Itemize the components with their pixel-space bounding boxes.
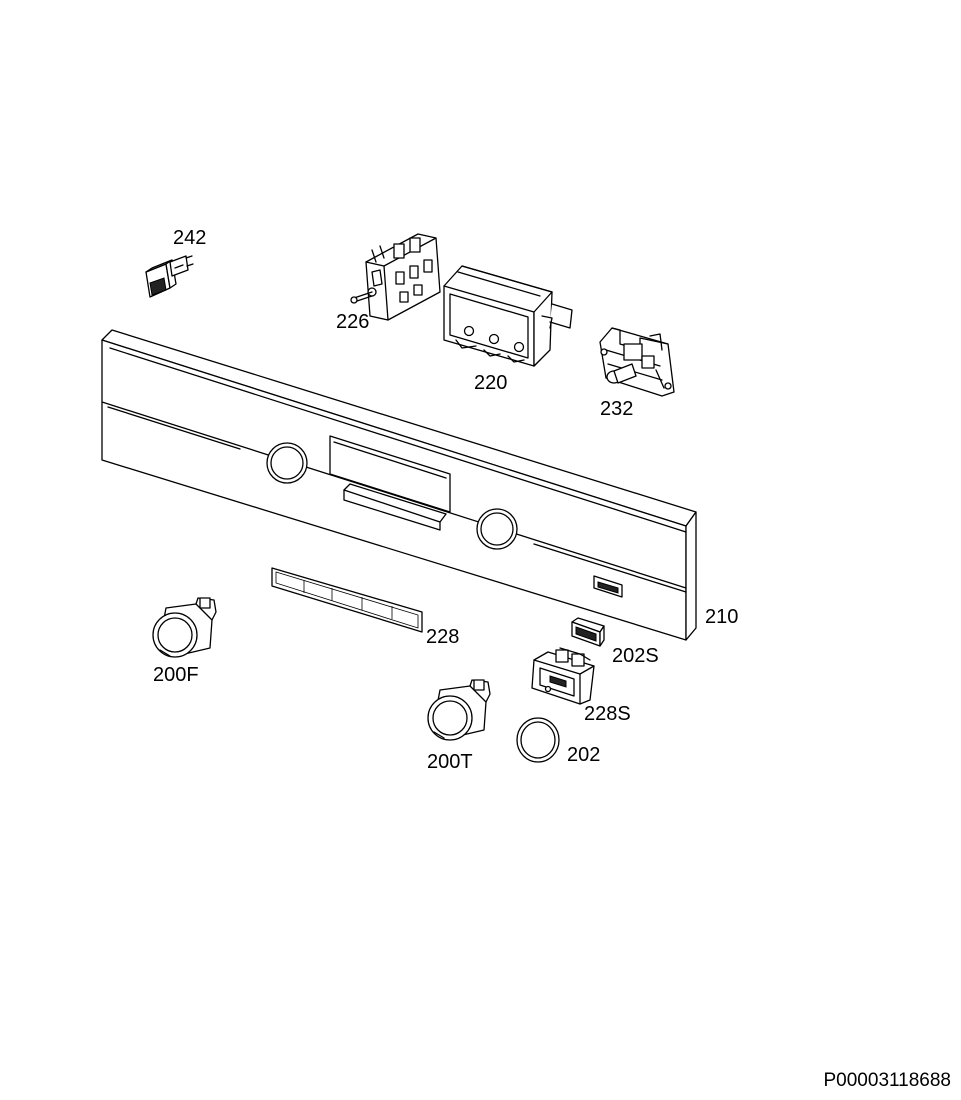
label-220: 220 — [474, 372, 507, 394]
part-200F-knob — [152, 597, 217, 658]
label-200T: 200T — [427, 751, 473, 773]
part-228S-switch — [531, 647, 595, 705]
part-228-touch-strip — [271, 567, 423, 633]
part-232-thermostat — [599, 327, 675, 397]
label-202: 202 — [567, 744, 600, 766]
label-226: 226 — [336, 311, 369, 333]
label-202S: 202S — [612, 645, 659, 667]
label-232: 232 — [600, 398, 633, 420]
part-220-display-module — [443, 265, 573, 367]
part-202-ring — [516, 717, 560, 763]
part-200T-knob — [427, 679, 491, 741]
label-228S: 228S — [584, 703, 631, 725]
label-200F: 200F — [153, 664, 199, 686]
label-242: 242 — [173, 227, 206, 249]
part-242-connector — [145, 255, 194, 298]
label-228: 228 — [426, 626, 459, 648]
part-226-selector-switch — [350, 233, 441, 321]
document-id: P00003118688 — [823, 1070, 952, 1091]
label-210: 210 — [705, 606, 738, 628]
part-210-control-panel — [101, 329, 697, 641]
part-202S-bezel — [571, 617, 605, 647]
